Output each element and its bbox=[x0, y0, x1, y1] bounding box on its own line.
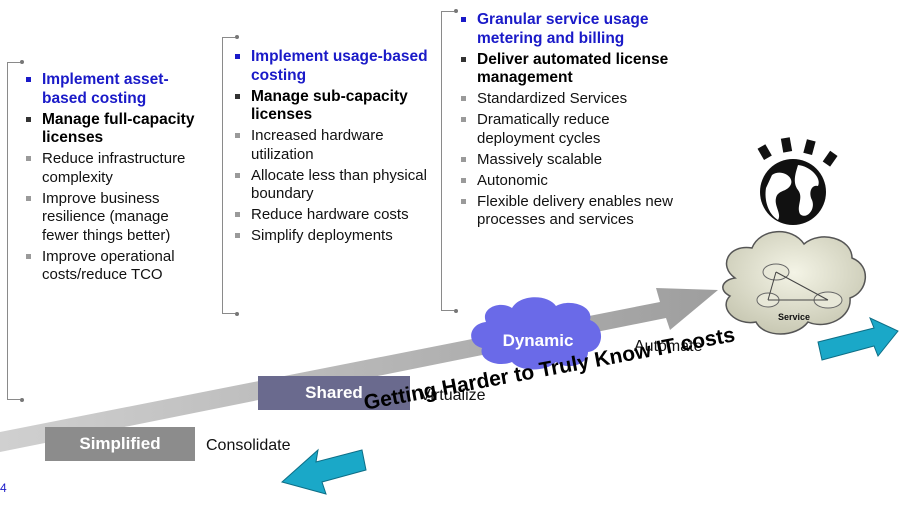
left-arrow-icon bbox=[280, 448, 367, 495]
bracket-col-3 bbox=[441, 9, 458, 313]
service-label: Service bbox=[778, 312, 811, 322]
column-3-item: Standardized Services bbox=[459, 90, 674, 109]
right-arrow-icon bbox=[817, 317, 899, 361]
column-2-item: Reduce hardware costs bbox=[233, 206, 428, 225]
step-virtualize: Virtualize bbox=[420, 387, 486, 404]
svg-text:4: 4 bbox=[0, 481, 7, 495]
column-3-list: Granular service usage metering and bill… bbox=[459, 11, 674, 230]
column-3-item: Deliver automated license management bbox=[459, 51, 674, 88]
column-1-item: Improve business resilience (manage fewe… bbox=[24, 190, 204, 246]
column-1-item: Implement asset-based costing bbox=[24, 71, 204, 108]
bracket-col-1 bbox=[7, 60, 24, 402]
column-shared: Implement usage-based costing Manage sub… bbox=[233, 48, 428, 248]
bracket-col-2 bbox=[222, 35, 239, 316]
stage-shared: Shared bbox=[258, 376, 410, 410]
column-2-item: Simplify deployments bbox=[233, 227, 428, 246]
column-1-list: Implement asset-based costing Manage ful… bbox=[24, 71, 204, 285]
column-3-item: Autonomic bbox=[459, 172, 674, 191]
column-1-item: Reduce infrastructure complexity bbox=[24, 150, 204, 187]
column-simplified: Implement asset-based costing Manage ful… bbox=[24, 71, 204, 287]
dynamic-cloud-shape bbox=[471, 297, 602, 370]
column-2-item: Allocate less than physical boundary bbox=[233, 167, 428, 204]
stage-simplified: Simplified bbox=[45, 427, 195, 461]
step-consolidate: Consolidate bbox=[206, 437, 291, 454]
column-2-item: Increased hardware utilization bbox=[233, 127, 428, 164]
column-dynamic: Granular service usage metering and bill… bbox=[459, 11, 674, 232]
column-2-item: Manage sub-capacity licenses bbox=[233, 88, 428, 125]
column-3-item: Flexible delivery enables new processes … bbox=[459, 193, 674, 230]
stage-dynamic: Dynamic bbox=[502, 331, 574, 350]
column-2-item: Implement usage-based costing bbox=[233, 48, 428, 85]
column-3-item: Granular service usage metering and bill… bbox=[459, 11, 674, 48]
column-3-item: Dramatically reduce deployment cycles bbox=[459, 111, 674, 148]
globe-logo-icon bbox=[757, 137, 838, 225]
column-1-item: Manage full-capacity licenses bbox=[24, 111, 204, 148]
column-2-list: Implement usage-based costing Manage sub… bbox=[233, 48, 428, 246]
service-cloud-icon bbox=[722, 230, 867, 335]
column-3-item: Massively scalable bbox=[459, 151, 674, 170]
step-automate: Automate bbox=[634, 338, 703, 355]
column-1-item: Improve operational costs/reduce TCO bbox=[24, 248, 204, 285]
